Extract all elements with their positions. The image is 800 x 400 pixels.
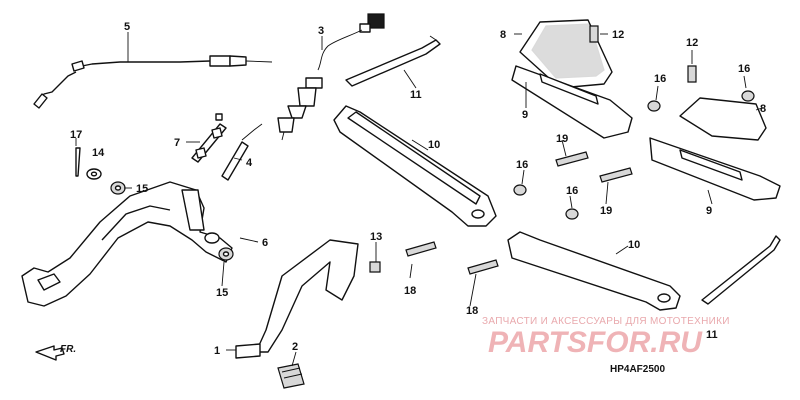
washer-14	[86, 168, 102, 180]
nut-16a	[647, 100, 661, 112]
footpeg-lower	[649, 97, 781, 201]
pin-17	[75, 147, 81, 177]
callout-18b: 18	[466, 305, 478, 317]
callout-8b: 8	[760, 103, 766, 115]
arm-upper	[333, 105, 497, 227]
callout-6: 6	[262, 237, 268, 249]
callout-16b: 16	[738, 63, 750, 75]
callout-13: 13	[370, 231, 382, 243]
nut-16b	[741, 90, 755, 102]
step-bar	[235, 239, 359, 359]
callout-17: 17	[70, 129, 82, 141]
nut-15b	[218, 247, 234, 261]
footpeg-upper	[511, 19, 633, 139]
callout-11a: 11	[410, 89, 422, 101]
brake-pedal	[21, 181, 233, 307]
watermark-logo: PARTSFOR.RU	[488, 326, 703, 359]
callout-19a: 19	[556, 133, 568, 145]
spring-7	[191, 113, 227, 163]
spring-4	[221, 123, 263, 181]
callout-5: 5	[124, 21, 130, 33]
rod-upper	[345, 35, 441, 87]
callout-9b: 9	[706, 205, 712, 217]
callout-7: 7	[174, 137, 180, 149]
callout-labels: 5 3 11 7 4 17 14 15 15 6 1 2 13 18 18 10…	[70, 21, 766, 357]
rubber-pad	[277, 363, 305, 389]
bolt-12b	[687, 65, 697, 83]
front-direction-arrow: FR.	[35, 344, 76, 361]
nut-16d	[565, 208, 579, 220]
bolt-19a	[555, 151, 589, 167]
callout-16c: 16	[516, 159, 528, 171]
callout-8a: 8	[500, 29, 506, 41]
callout-10b: 10	[628, 239, 640, 251]
bolt-19b	[599, 167, 633, 183]
watermark-tagline: ЗАПЧАСТИ И АКСЕССУАРЫ ДЛЯ МОТОТЕХНИКИ	[482, 316, 730, 327]
callout-16d: 16	[566, 185, 578, 197]
brake-cable	[33, 55, 273, 109]
callout-19b: 19	[600, 205, 612, 217]
bolt-18b	[467, 259, 499, 275]
callout-18a: 18	[404, 285, 416, 297]
callout-12a: 12	[612, 29, 624, 41]
watermark: ЗАПЧАСТИ И АКСЕССУАРЫ ДЛЯ МОТОТЕХНИКИ PA…	[482, 316, 730, 359]
diagram-code: HP4AF2500	[610, 364, 665, 375]
callout-1: 1	[214, 345, 220, 357]
callout-14: 14	[92, 147, 105, 159]
callout-15a: 15	[136, 183, 148, 195]
callout-16a: 16	[654, 73, 666, 85]
bolt-13	[369, 261, 381, 273]
callout-2: 2	[292, 341, 298, 353]
callout-11b: 11	[706, 329, 718, 341]
front-label: FR.	[60, 344, 76, 355]
nut-15a	[110, 181, 126, 195]
nut-16c	[513, 184, 527, 196]
brake-switch	[277, 13, 385, 141]
bolt-18a	[405, 241, 437, 257]
rod-lower	[701, 235, 781, 305]
callout-12b: 12	[686, 37, 698, 49]
callout-3: 3	[318, 25, 324, 37]
bolt-12a	[589, 25, 599, 43]
callout-15b: 15	[216, 287, 228, 299]
leader-lines	[75, 32, 763, 367]
callout-10a: 10	[428, 139, 440, 151]
callout-9a: 9	[522, 109, 528, 121]
callout-4: 4	[246, 157, 253, 169]
arm-lower	[507, 231, 681, 311]
